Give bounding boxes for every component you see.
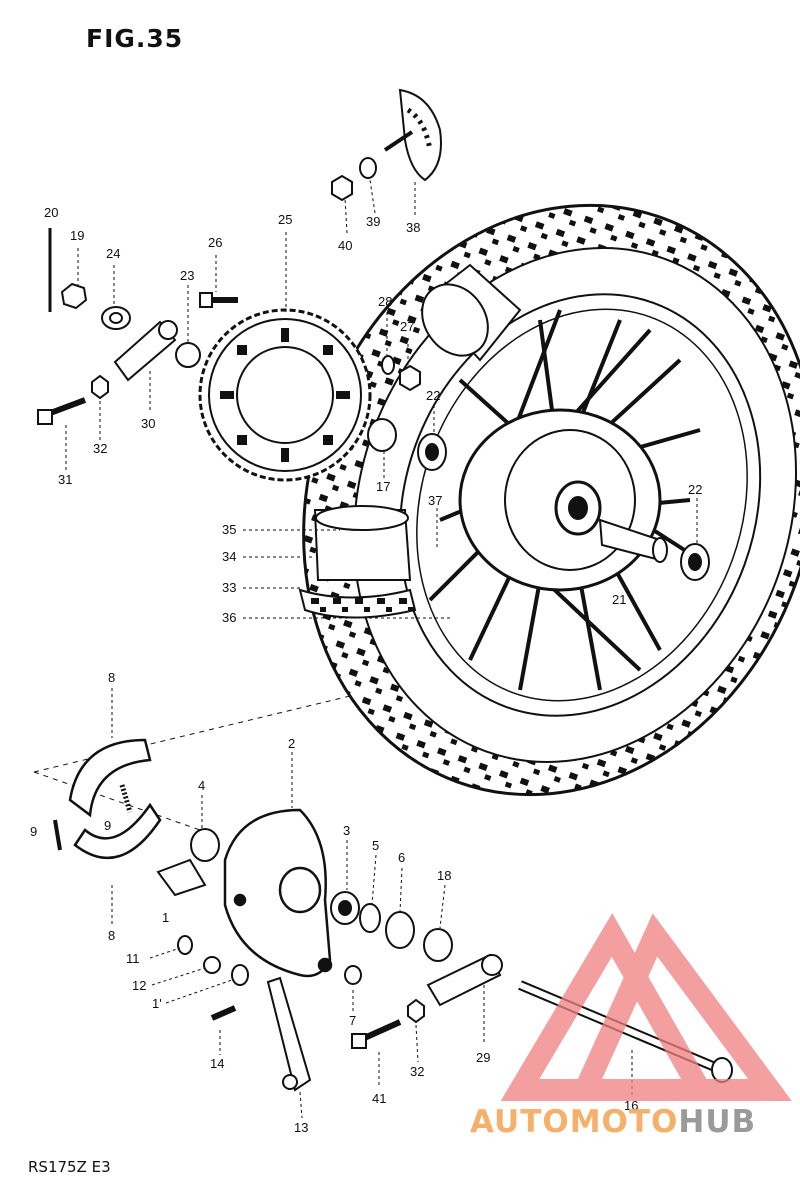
callout-19: 19 xyxy=(70,228,84,243)
callout-38: 38 xyxy=(406,220,420,235)
callout-labels: 20 19 24 23 26 25 40 39 38 28 27 22 30 3… xyxy=(30,205,702,1135)
callout-26: 26 xyxy=(208,235,222,250)
callout-17: 17 xyxy=(376,479,390,494)
callout-39: 39 xyxy=(366,214,380,229)
callout-12: 12 xyxy=(132,978,146,993)
callout-8b: 8 xyxy=(108,928,115,943)
watermark-brand-part1: AUTOMOTO xyxy=(470,1104,679,1140)
brake-shoe-icon xyxy=(53,738,162,860)
callout-40: 40 xyxy=(338,238,352,253)
callout-18: 18 xyxy=(437,868,451,883)
callout-1: 1 xyxy=(162,910,169,925)
callout-6: 6 xyxy=(398,850,405,865)
callout-5: 5 xyxy=(372,838,379,853)
bolt-icon xyxy=(37,228,402,1049)
leader-lines xyxy=(65,179,698,1119)
callout-9a: 9 xyxy=(30,824,37,839)
chain-adjuster-icon xyxy=(113,320,503,1007)
bearing-icon xyxy=(190,433,710,985)
figure-title: FIG.35 xyxy=(86,24,184,53)
callout-31: 31 xyxy=(58,472,72,487)
callout-32a: 32 xyxy=(93,441,107,456)
callout-23: 23 xyxy=(180,268,194,283)
callout-7: 7 xyxy=(349,1013,356,1028)
callout-32b: 32 xyxy=(410,1064,424,1079)
spacer-17 xyxy=(367,418,397,452)
callout-24: 24 xyxy=(106,246,120,261)
brand-logo-icon xyxy=(500,913,792,1101)
callout-25: 25 xyxy=(278,212,292,227)
nut-icon xyxy=(60,174,425,1024)
watermark-text: AUTOMOTOHUB xyxy=(470,1104,756,1140)
rim-band xyxy=(298,505,417,619)
callout-36: 36 xyxy=(222,610,236,625)
callout-15: 1' xyxy=(152,996,162,1011)
callout-33: 33 xyxy=(222,580,236,595)
callout-3: 3 xyxy=(343,823,350,838)
callout-34: 34 xyxy=(222,549,236,564)
washer-icon xyxy=(101,157,395,986)
callout-21: 21 xyxy=(612,592,626,607)
model-code: RS175Z E3 xyxy=(28,1158,111,1176)
callout-37: 37 xyxy=(428,493,442,508)
callout-27: 27 xyxy=(400,319,414,334)
callout-13: 13 xyxy=(294,1120,308,1135)
callout-8a: 8 xyxy=(108,670,115,685)
callout-16: 16 xyxy=(624,1098,638,1113)
callout-20: 20 xyxy=(44,205,58,220)
sprocket-icon xyxy=(198,308,372,482)
callout-22b: 22 xyxy=(688,482,702,497)
tube-sleeve xyxy=(421,263,522,362)
callout-14: 14 xyxy=(210,1056,224,1071)
brake-panel-icon xyxy=(223,808,333,978)
callout-30: 30 xyxy=(141,416,155,431)
brake-cam-icon xyxy=(156,858,207,955)
wheel-hub-icon xyxy=(458,408,668,592)
watermark-brand-part2: HUB xyxy=(678,1104,757,1140)
callout-9b: 9 xyxy=(104,818,111,833)
callout-2: 2 xyxy=(288,736,295,751)
mud-flap-icon xyxy=(383,88,442,182)
callout-41: 41 xyxy=(372,1091,386,1106)
callout-29: 29 xyxy=(476,1050,490,1065)
torque-link-icon xyxy=(266,976,312,1092)
callout-4: 4 xyxy=(198,778,205,793)
callout-11: 11 xyxy=(126,951,140,966)
callout-35: 35 xyxy=(222,522,236,537)
callout-22a: 22 xyxy=(426,388,440,403)
callout-28: 28 xyxy=(378,294,392,309)
